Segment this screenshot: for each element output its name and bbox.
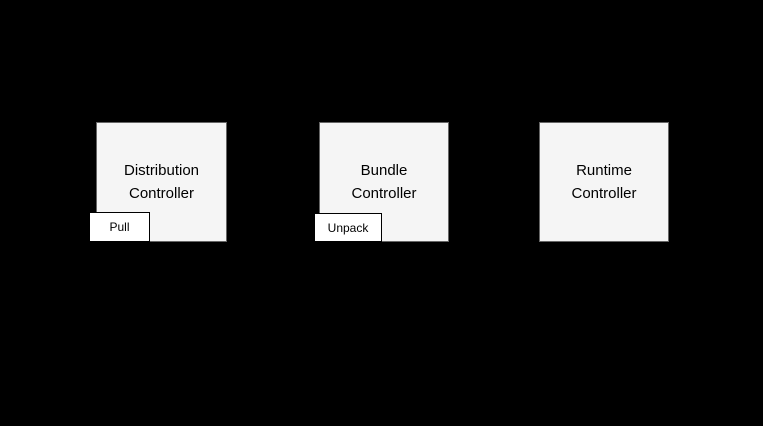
unpack-action-box: Unpack — [314, 213, 382, 242]
pull-action-label: Pull — [109, 220, 130, 234]
distribution-controller-label-line1: Distribution — [123, 162, 200, 179]
bundle-controller-label: Bundle Controller — [351, 159, 416, 205]
runtime-controller-label-line2: Controller — [571, 185, 637, 202]
unpack-action-label: Unpack — [327, 220, 369, 235]
distribution-controller-label-line2: Controller — [128, 185, 195, 202]
distribution-controller-label: Distribution Controller — [124, 159, 199, 205]
runtime-controller-label-line1: Runtime — [576, 162, 632, 179]
bundle-controller-label-line2: Controller — [351, 185, 417, 202]
runtime-controller-node: Runtime Controller — [539, 122, 669, 242]
pull-action-box: Pull — [89, 212, 150, 242]
bundle-controller-label-line1: Bundle — [360, 162, 408, 179]
runtime-controller-label: Runtime Controller — [571, 159, 636, 205]
